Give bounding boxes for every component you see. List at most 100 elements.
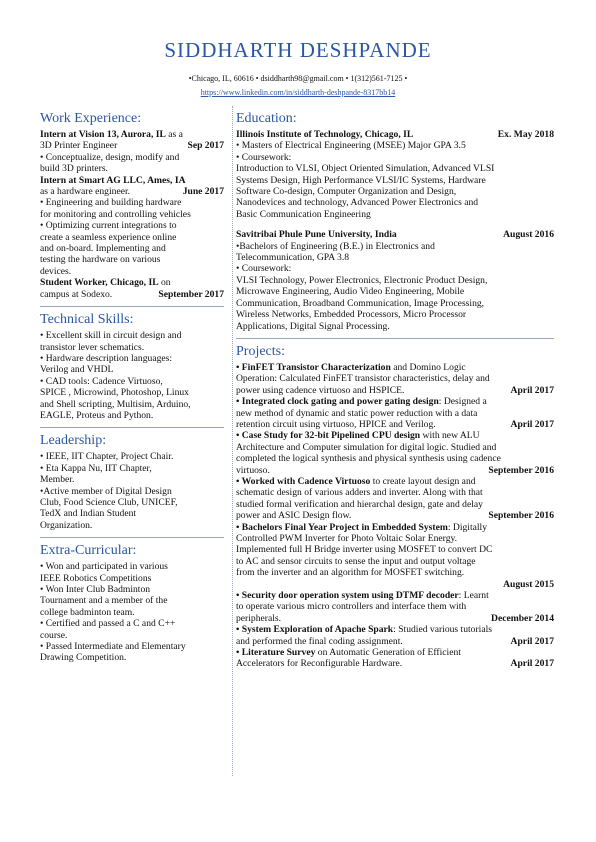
extra-line: • Won and participated in various xyxy=(40,561,168,573)
leadership-line: • IEEE, IIT Chapter, Project Chair. xyxy=(40,451,174,463)
education-line: Applications, Digital Signal Processing. xyxy=(236,320,390,332)
job-bullet: and on-board. Implementing and xyxy=(40,243,166,255)
job-role-row: campus at Sodexo.September 2017 xyxy=(40,289,224,300)
school-row: Illinois Institute of Technology, Chicag… xyxy=(236,129,554,140)
education-line: Software Co-design, Computer Organizatio… xyxy=(236,186,457,198)
project-line: power using cadence virtuoso and HSPICE. xyxy=(236,384,405,396)
job-bullet: build 3D printers. xyxy=(40,163,108,175)
project-line: Operation: Calculated FinFET transistor … xyxy=(236,373,490,385)
project-desc-start: : Designed a xyxy=(438,396,487,408)
project-line-with-date: virtuoso. September 2016 xyxy=(236,465,554,476)
contact-block: •Chicago, IL, 60616 • dsiddharth98@gmail… xyxy=(0,72,596,100)
section-divider xyxy=(236,337,554,339)
extra-line: course. xyxy=(40,629,68,641)
job-bullet: • Optimizing current integrations to xyxy=(40,220,177,232)
linkedin-link[interactable]: https://www.linkedin.com/in/siddharth-de… xyxy=(200,88,396,97)
section-title-work: Work Experience: xyxy=(40,111,142,126)
section-divider xyxy=(40,427,224,429)
extra-curricular-section: Extra-Curricular: • Won and participated… xyxy=(40,542,224,664)
project-line-with-date: power using cadence virtuoso and HSPICE.… xyxy=(236,385,554,396)
project-name: • Case Study for 32-bit Pipelined CPU de… xyxy=(236,430,421,442)
project-line-with-date: peripherals. December 2014 xyxy=(236,613,554,624)
job-title-tail: on xyxy=(158,277,171,289)
project-line: Controlled PWM Inverter for Photo Voltai… xyxy=(236,533,458,544)
education-line: • Coursework: xyxy=(236,151,292,163)
education-line: Wireless Networks, Embedded Processors, … xyxy=(236,309,467,321)
section-divider xyxy=(40,306,224,308)
project-heading: • FinFET Transistor Characterization and… xyxy=(236,362,554,373)
job-title: Intern at Smart AG LLC, Ames, IA xyxy=(40,174,186,186)
project-line-with-date: power and ASIC Design flow.September 201… xyxy=(236,510,554,521)
education-line: VLSI Technology, Power Electronics, Elec… xyxy=(236,274,488,286)
extra-line: Tournament and a member of the xyxy=(40,595,168,607)
spacer xyxy=(236,220,554,229)
project-date: September 2016 xyxy=(488,510,554,522)
projects-section: Projects: • FinFET Transistor Characteri… xyxy=(236,343,554,670)
section-title-leadership: Leadership: xyxy=(40,433,107,449)
education-line: Communication, Broadband Communication, … xyxy=(236,297,485,309)
job-bullet: create a seamless experience online xyxy=(40,231,177,243)
project-line: Accelerators for Reconfigurable Hardware… xyxy=(236,658,403,670)
right-column: Education: Illinois Institute of Technol… xyxy=(236,110,554,670)
project-name: • Literature Survey xyxy=(236,647,316,659)
education-line: Introduction to VLSI, Object Oriented Si… xyxy=(236,163,495,175)
leadership-section: Leadership: • IEEE, IIT Chapter, Project… xyxy=(40,432,224,531)
project-heading: • Case Study for 32-bit Pipelined CPU de… xyxy=(236,430,554,441)
project-name: • Integrated clock gating and power gati… xyxy=(236,396,439,408)
job-bullet: devices. xyxy=(40,265,72,277)
project-date: April 2017 xyxy=(510,418,554,430)
section-divider xyxy=(40,537,224,539)
project-desc-start: with new ALU xyxy=(420,430,480,442)
job-role: 3D Printer Engineer xyxy=(40,140,118,152)
work-experience-section: Work Experience: Intern at Vision 13, Au… xyxy=(40,110,224,300)
school-name: Savitribai Phule Pune University, India xyxy=(236,229,397,241)
extra-line: • Passed Intermediate and Elementary xyxy=(40,641,186,653)
project-line: new method of dynamic and static power r… xyxy=(236,407,478,419)
project-desc-start: to create layout design and xyxy=(370,475,476,487)
school-date: August 2016 xyxy=(503,229,554,241)
project-date: April 2017 xyxy=(510,635,554,647)
project-line: and performed the final coding assignmen… xyxy=(236,635,403,647)
project-desc-start: : Digitally xyxy=(447,521,488,533)
education-line: Nanodevices and technology, Advanced Pow… xyxy=(236,197,479,209)
section-title-extra: Extra-Curricular: xyxy=(40,543,137,559)
project-date: April 2017 xyxy=(510,384,554,396)
project-line: to AC and sensor circuits to sense the i… xyxy=(236,555,476,567)
project-heading: • Worked with Cadence Virtuoso to create… xyxy=(236,476,554,487)
left-column: Work Experience: Intern at Vision 13, Au… xyxy=(40,110,224,664)
leadership-line: •Active member of Digital Design xyxy=(40,485,172,497)
project-date: September 2016 xyxy=(488,464,554,476)
education-line: Microwave Engineering, Audio Video Engin… xyxy=(236,286,465,298)
leadership-line: • Eta Kappa Nu, IIT Chapter, xyxy=(40,462,152,474)
extra-line: Drawing Competition. xyxy=(40,652,127,664)
leadership-line: Organization. xyxy=(40,519,93,531)
school-row: Savitribai Phule Pune University, India A… xyxy=(236,229,554,240)
project-line: virtuoso. xyxy=(236,464,270,476)
job-bullet: • Conceptualize, design, modify and xyxy=(40,151,180,163)
project-date: December 2014 xyxy=(491,612,554,624)
project-name: • Bachelors Final Year Project in Embedd… xyxy=(236,521,448,533)
job-title-line: Intern at Vision 13, Aurora, IL as a xyxy=(40,129,224,140)
project-desc-start: on Automatic Generation of Efficient xyxy=(315,647,461,659)
extra-line: college badminton team. xyxy=(40,606,135,618)
resume-name: SIDDHARTH DESHPANDE xyxy=(164,38,432,62)
skill-line: SPICE , Microwind, Photoshop, Linux xyxy=(40,387,189,399)
project-line: schematic design of various adders and i… xyxy=(236,487,483,499)
project-heading: • Security door operation system using D… xyxy=(236,590,554,601)
job-title: Intern at Vision 13, Aurora, IL xyxy=(40,129,166,140)
education-line: Basic Communication Engineering xyxy=(236,208,371,220)
job-bullet: for monitoring and controlling vehicles xyxy=(40,208,191,220)
skill-line: • Excellent skill in circuit design and xyxy=(40,330,182,342)
project-line: to operate various micro controllers and… xyxy=(236,601,467,613)
project-line: Architecture and Computer simulation for… xyxy=(236,441,497,453)
job-title-tail: as a xyxy=(165,129,183,140)
project-line-with-date: and performed the final coding assignmen… xyxy=(236,636,554,647)
extra-line: IEEE Robotics Competitions xyxy=(40,572,152,584)
contact-line: •Chicago, IL, 60616 • dsiddharth98@gmail… xyxy=(188,74,408,83)
project-line-with-date: Accelerators for Reconfigurable Hardware… xyxy=(236,658,554,669)
job-title-line: Student Worker, Chicago, IL on xyxy=(40,277,224,288)
project-heading: • System Exploration of Apache Spark: St… xyxy=(236,624,554,635)
education-line: • Masters of Electrical Engineering (MSE… xyxy=(236,140,466,152)
project-line: peripherals. xyxy=(236,612,282,624)
